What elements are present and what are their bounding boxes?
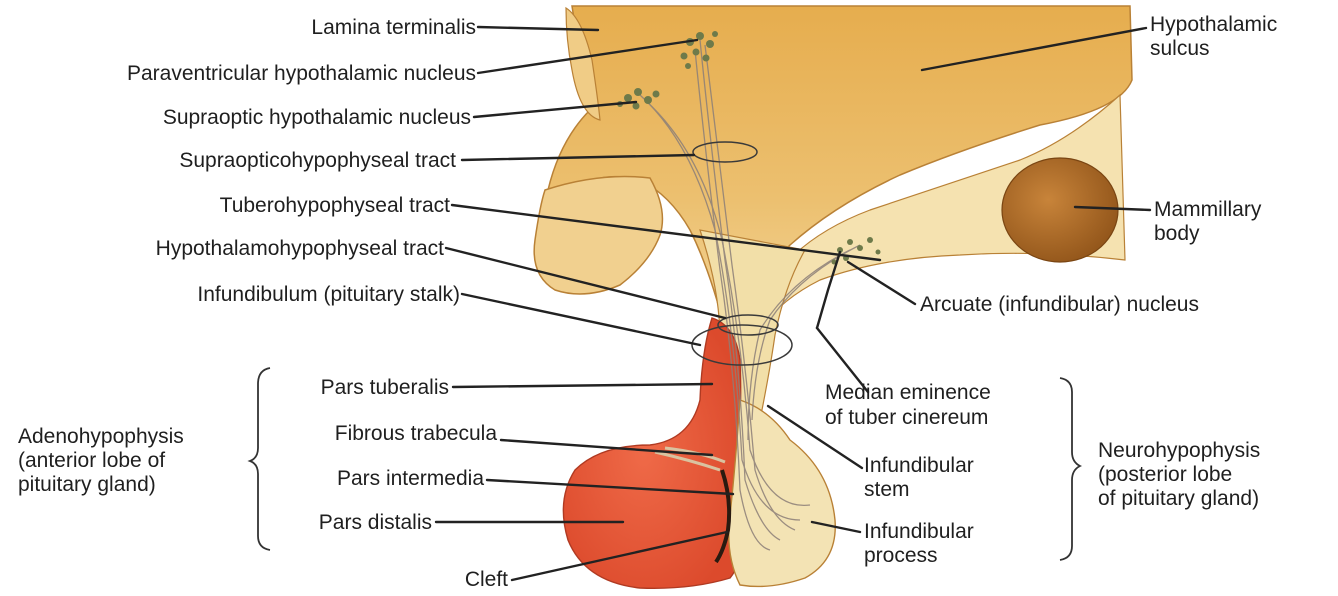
label-hypothalamic-sulcus: Hypothalamic sulcus (1150, 13, 1283, 60)
label-cleft: Cleft (465, 568, 508, 591)
mammillary-body (1002, 158, 1118, 262)
label-mammillary-body: Mammillary body (1154, 198, 1267, 245)
label-adenohypophysis: Adenohypophysis (anterior lobe of pituit… (18, 425, 190, 496)
neurohypophysis-brace (1060, 378, 1080, 560)
label-fibrous-trabecula: Fibrous trabecula (335, 422, 498, 445)
label-infundibular-process: Infundibular process (864, 520, 980, 567)
label-supraopticohypophyseal-tract: Supraopticohypophyseal tract (179, 149, 456, 172)
label-supraoptic-nucleus: Supraoptic hypothalamic nucleus (163, 106, 471, 129)
label-pars-intermedia: Pars intermedia (337, 467, 484, 490)
label-pars-distalis: Pars distalis (319, 511, 432, 534)
label-infundibulum: Infundibulum (pituitary stalk) (197, 283, 460, 306)
label-tuberohypophyseal-tract: Tuberohypophyseal tract (220, 194, 451, 217)
optic-chiasm-shape (534, 177, 662, 295)
label-hypothalamohypophyseal-tract: Hypothalamohypophyseal tract (156, 237, 444, 260)
posterior-lobe (729, 400, 836, 586)
adenohypophysis-brace (250, 368, 270, 550)
label-pars-tuberalis: Pars tuberalis (321, 376, 449, 399)
label-paraventricular-nucleus: Paraventricular hypothalamic nucleus (127, 62, 476, 85)
label-median-eminence: Median eminence of tuber cinereum (825, 381, 997, 429)
label-infundibular-stem: Infundibular stem (864, 454, 980, 501)
label-lamina-terminalis: Lamina terminalis (311, 16, 476, 39)
label-arcuate-nucleus: Arcuate (infundibular) nucleus (920, 293, 1199, 316)
label-neurohypophysis: Neurohypophysis (posterior lobe of pitui… (1098, 439, 1266, 510)
